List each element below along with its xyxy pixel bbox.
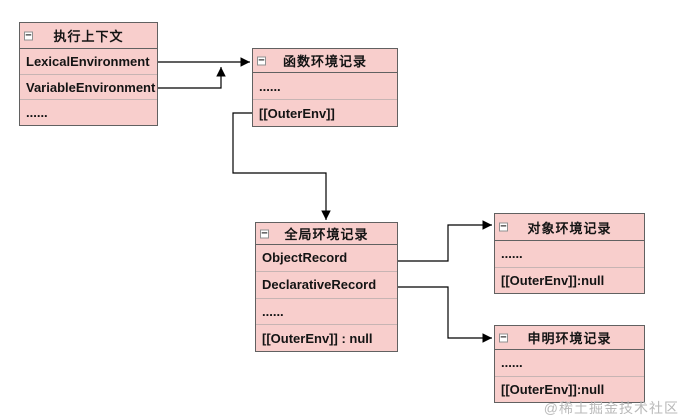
- edge-function-outerenv-to-global-env-arrow: [232, 112, 331, 220]
- node-row: ......: [259, 78, 281, 94]
- node-object-env-record: − 对象环境记录 ...... [[OuterEnv]]:null: [494, 213, 645, 294]
- node-row: [[OuterEnv]]:null: [495, 375, 644, 403]
- node-row: ......: [256, 297, 397, 325]
- collapse-icon: −: [499, 333, 508, 342]
- collapse-icon: −: [260, 229, 269, 238]
- node-title: 全局环境记录: [284, 227, 369, 242]
- edge-declarativerecord-to-declaration-env-arrow: [398, 286, 492, 343]
- node-row: ......: [501, 355, 523, 371]
- node-header: − 函数环境记录: [253, 49, 397, 73]
- node-function-env-record: − 函数环境记录 ...... [[OuterEnv]]: [252, 48, 398, 127]
- node-row: DeclarativeRecord: [256, 270, 397, 298]
- node-execution-context: − 执行上下文 LexicalEnvironment VariableEnvir…: [19, 22, 158, 126]
- node-row: LexicalEnvironment: [26, 53, 150, 69]
- node-title: 申明环境记录: [527, 331, 612, 346]
- node-header: − 申明环境记录: [495, 326, 644, 350]
- node-row: [[OuterEnv]] : null: [256, 324, 397, 351]
- edge-variableenvironment-to-function-env-arrow: [158, 67, 226, 89]
- node-row: [[OuterEnv]]: [253, 99, 397, 126]
- collapse-icon: −: [499, 222, 508, 232]
- node-title: 执行上下文: [53, 29, 124, 44]
- watermark: @稀土掘金技术社区: [543, 400, 679, 416]
- node-title: 对象环境记录: [527, 220, 612, 236]
- node-header: − 全局环境记录: [256, 223, 397, 245]
- node-declaration-env-record: − 申明环境记录 ...... [[OuterEnv]]:null: [494, 325, 645, 403]
- node-title: 函数环境记录: [282, 54, 367, 69]
- edge-objectrecord-to-object-env-arrow: [398, 220, 492, 262]
- node-global-env-record: − 全局环境记录 ObjectRecord DeclarativeRecord …: [255, 222, 398, 352]
- node-row: ......: [20, 99, 157, 125]
- node-row: ......: [501, 246, 523, 262]
- node-row: VariableEnvironment: [20, 73, 157, 100]
- node-row: ObjectRecord: [262, 250, 348, 266]
- node-header: − 执行上下文: [20, 23, 157, 49]
- node-row: [[OuterEnv]]:null: [495, 266, 644, 294]
- collapse-icon: −: [257, 56, 266, 65]
- node-header: − 对象环境记录: [495, 214, 644, 241]
- collapse-icon: −: [24, 31, 33, 40]
